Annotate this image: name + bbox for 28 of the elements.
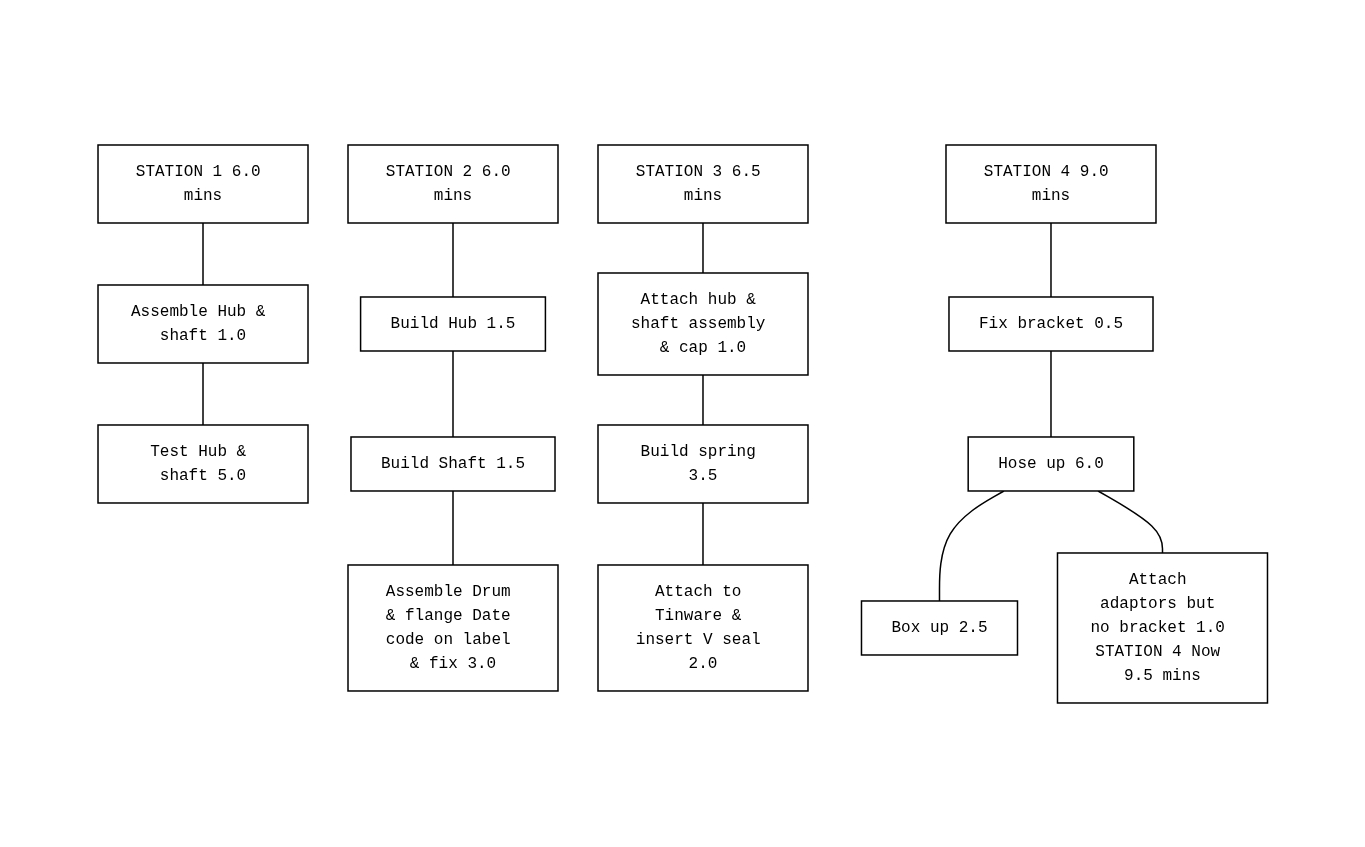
connector <box>1050 221 1052 298</box>
node-box: STATION 4 9.0 mins <box>945 143 1157 224</box>
node-box: STATION 3 6.5 mins <box>597 143 809 224</box>
connector <box>1097 489 1163 554</box>
node-box: STATION 1 6.0 mins <box>97 143 309 224</box>
connector <box>202 361 204 426</box>
node-box: Attach to Tinware & insert V seal 2.0 <box>597 563 809 692</box>
node-box: Hose up 6.0 <box>967 435 1135 492</box>
node-box: Build spring 3.5 <box>597 423 809 504</box>
connector <box>1050 349 1052 438</box>
node-box: Attach hub & shaft assembly & cap 1.0 <box>597 271 809 376</box>
node-box: STATION 2 6.0 mins <box>347 143 559 224</box>
connector <box>702 373 704 426</box>
connector <box>702 221 704 274</box>
connector <box>702 501 704 566</box>
node-box: Build Shaft 1.5 <box>350 435 556 492</box>
connector <box>202 221 204 286</box>
node-box: Attach adaptors but no bracket 1.0 STATION 4 Now 9.5 mins <box>1056 551 1268 704</box>
node-box: Assemble Drum & flange Date code on label & fix 3.0 <box>347 563 559 692</box>
node-box: Test Hub & shaft 5.0 <box>97 423 309 504</box>
connector <box>452 489 454 566</box>
node-box: Box up 2.5 <box>860 599 1018 656</box>
node-box: Fix bracket 0.5 <box>948 295 1154 352</box>
connector <box>452 349 454 438</box>
connector <box>938 489 1005 602</box>
node-box: Build Hub 1.5 <box>359 295 546 352</box>
node-box: Assemble Hub & shaft 1.0 <box>97 283 309 364</box>
connector <box>452 221 454 298</box>
